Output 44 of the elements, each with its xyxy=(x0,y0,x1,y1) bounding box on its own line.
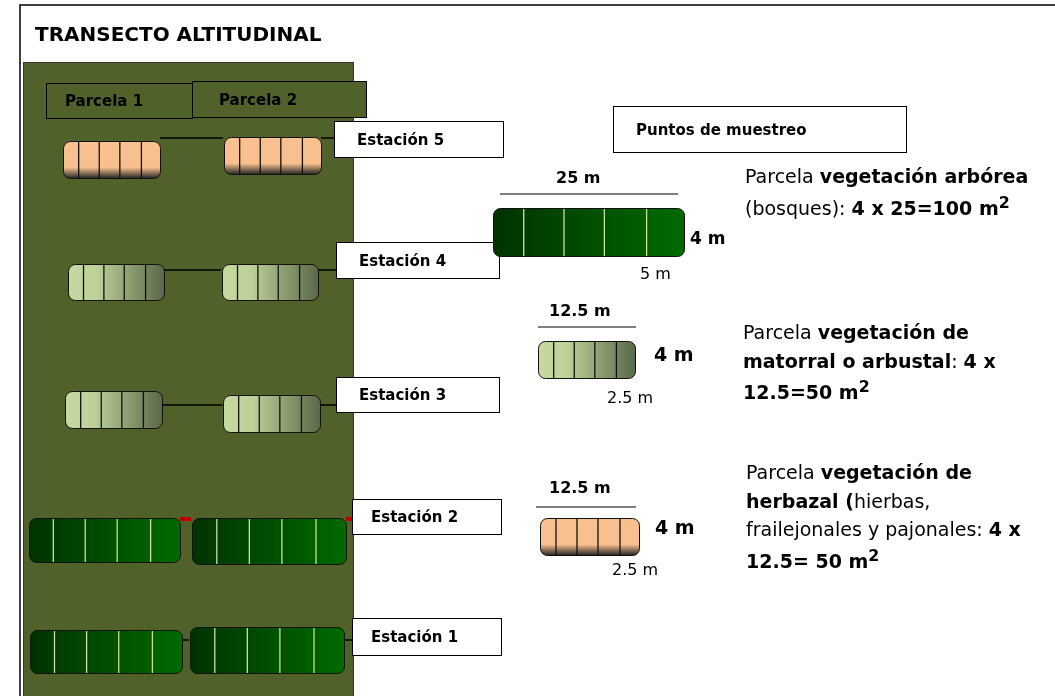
dimension-label: 12.5 m xyxy=(549,301,611,320)
plot-drawing xyxy=(190,627,345,674)
heading-box: Puntos de muestreo xyxy=(613,106,907,153)
description: Parcela vegetación arbórea (bosques): 4 x 25=100 m$^{2}$ xyxy=(745,164,1030,221)
transect-line xyxy=(320,137,335,139)
title: TRANSECTO ALTITUDINAL xyxy=(35,22,322,46)
plot-drawing xyxy=(65,391,163,429)
station-label: Estación 2 xyxy=(352,499,502,535)
plot-drawing xyxy=(30,630,183,674)
dimension-label: 4 m xyxy=(654,343,694,365)
description: Parcela vegetación de herbazal (hierbas, frailejonales y pajonales: 4 x 12.5= 50 m$^{2}$ xyxy=(746,460,1022,574)
dimension-label: 2.5 m xyxy=(612,560,659,579)
station-label: Estación 1 xyxy=(352,618,502,656)
plot-drawing xyxy=(538,341,636,379)
transect-line xyxy=(343,639,353,641)
plot-drawing xyxy=(540,518,640,556)
plot-drawing xyxy=(63,141,161,179)
transect-line xyxy=(161,404,223,406)
column-label: Parcela 2 xyxy=(192,81,367,118)
dimension-label: 25 m xyxy=(556,168,601,187)
dimension-label: 2.5 m xyxy=(607,388,654,407)
transect-line xyxy=(163,269,222,271)
transect-line xyxy=(181,639,190,641)
plot-drawing xyxy=(224,137,322,175)
transect-line xyxy=(319,404,337,406)
transect-line xyxy=(159,137,224,139)
dimension-label: 5 m xyxy=(640,264,671,283)
plot-drawing xyxy=(192,518,347,565)
plot-drawing xyxy=(223,395,321,433)
plot-drawing xyxy=(222,264,319,301)
dimension-label: 4 m xyxy=(690,228,726,248)
column-label: Parcela 1 xyxy=(46,83,193,119)
transect-line xyxy=(346,517,352,521)
station-label: Estación 5 xyxy=(334,121,504,158)
plot-drawing xyxy=(68,264,165,301)
plot-drawing xyxy=(29,518,181,563)
transect-line xyxy=(317,269,337,271)
description: Parcela vegetación de matorral o arbustal: 4 x 12.5=50 m$^{2}$ xyxy=(743,320,997,406)
dimension-label: 4 m xyxy=(655,516,695,538)
station-label: Estación 4 xyxy=(336,242,500,279)
transect-line xyxy=(180,517,191,521)
plot-drawing xyxy=(493,208,685,257)
dimension-label: 12.5 m xyxy=(549,478,611,497)
station-label: Estación 3 xyxy=(336,377,500,413)
